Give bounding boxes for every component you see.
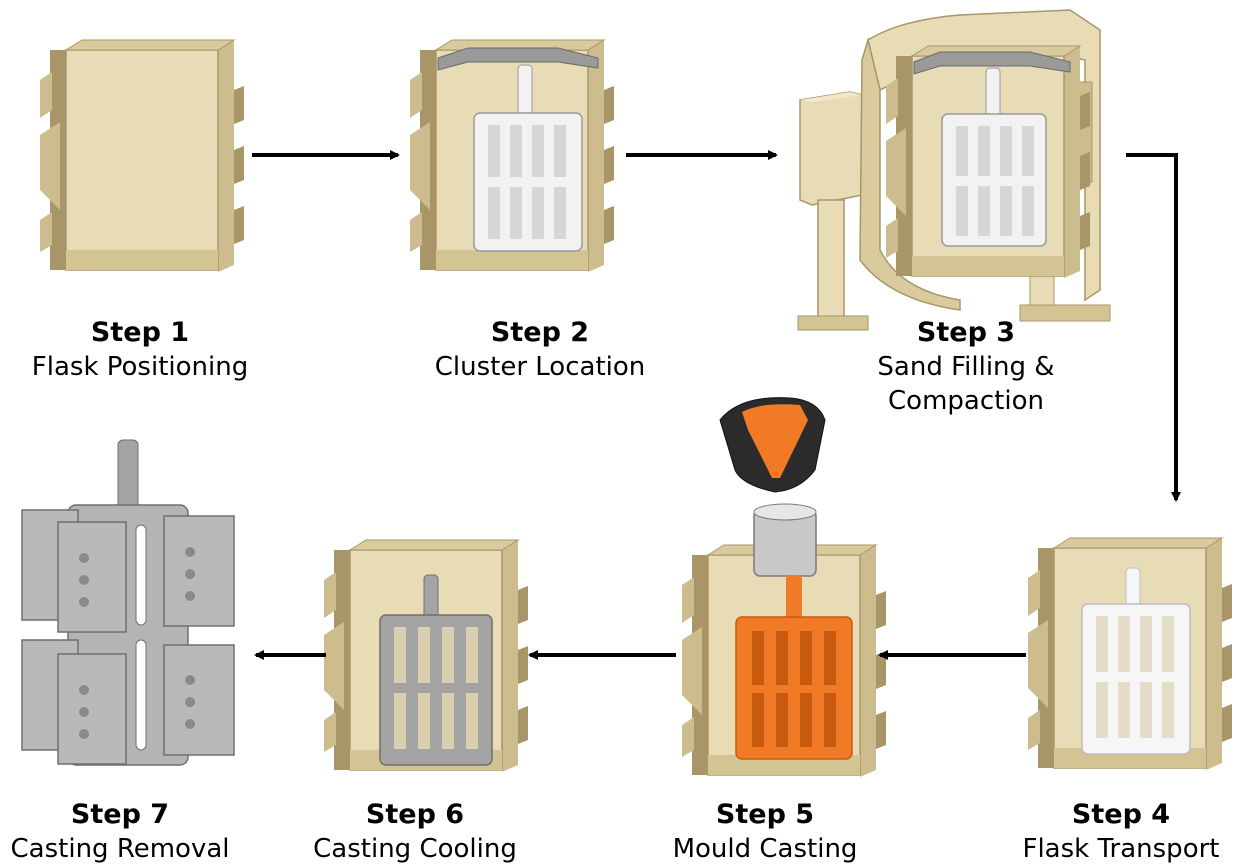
- step-3-description-line2: Compaction: [888, 386, 1044, 416]
- step-5-title: Step 5: [715, 799, 815, 830]
- step-5-label: Step 5 Mould Casting: [630, 798, 900, 866]
- step-7-title: Step 7: [70, 799, 170, 830]
- step-7-description: Casting Removal: [10, 834, 230, 864]
- step-2-flask-illustration: [409, 39, 615, 273]
- step-5-description: Mould Casting: [672, 834, 858, 864]
- step-4-title: Step 4: [1071, 799, 1171, 830]
- step-7-casting-illustration: [21, 439, 235, 766]
- step-2-description: Cluster Location: [434, 352, 646, 382]
- step-2-cluster: [473, 64, 583, 252]
- step-6-label: Step 6 Casting Cooling: [280, 798, 550, 866]
- step-4-description: Flask Transport: [1022, 834, 1220, 864]
- step-6-title: Step 6: [365, 799, 465, 830]
- step-4-flask-illustration: [1027, 537, 1233, 771]
- step-6-description: Casting Cooling: [313, 834, 517, 864]
- step-5-casting-illustration: [681, 397, 887, 778]
- step-4-label: Step 4 Flask Transport: [1006, 798, 1236, 866]
- step-7-label: Step 7 Casting Removal: [0, 798, 240, 866]
- step-6-cooling-illustration: [323, 539, 529, 773]
- arrow-step3-to-step4: [1126, 153, 1181, 502]
- step-3-title: Step 3: [916, 317, 1016, 348]
- step-3-description-line1: Sand Filling &: [877, 352, 1055, 382]
- step-3-label: Step 3 Sand Filling & Compaction: [826, 316, 1106, 418]
- step-1-description: Flask Positioning: [31, 352, 249, 382]
- step-1-flask-illustration: [39, 39, 245, 273]
- step-2-title: Step 2: [490, 317, 590, 348]
- step-2-label: Step 2 Cluster Location: [400, 316, 680, 384]
- step-3-machine-illustration: [797, 9, 1111, 331]
- step-1-title: Step 1: [90, 317, 190, 348]
- step-1-label: Step 1 Flask Positioning: [0, 316, 280, 384]
